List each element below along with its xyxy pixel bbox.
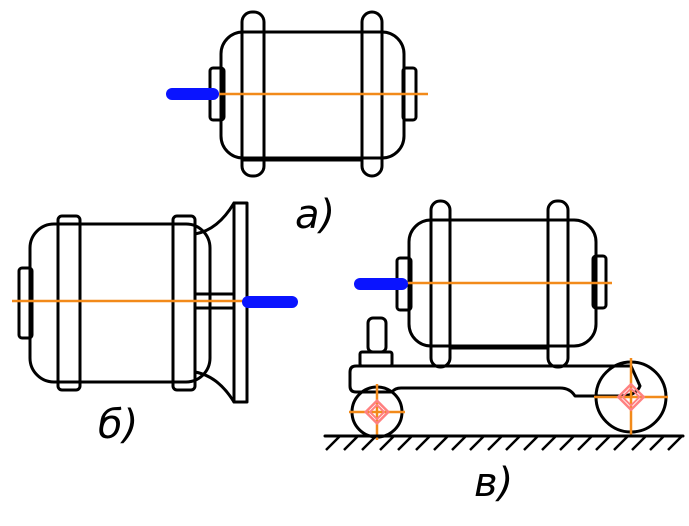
motor-b-right-rib [171, 214, 197, 392]
tension-bolt [366, 316, 388, 354]
hatch-stroke [379, 435, 395, 451]
motor-b-left-rib [56, 214, 82, 392]
left-wheel-center-mark [349, 384, 405, 440]
hatch-stroke [415, 435, 431, 451]
hatch-stroke [343, 435, 359, 451]
hatch-stroke [559, 435, 575, 451]
ground-hatching [325, 435, 683, 451]
motor-a [166, 10, 428, 178]
hatch-stroke [631, 435, 647, 451]
hatch-stroke [505, 435, 521, 451]
hatch-stroke [361, 435, 377, 451]
caption-b: б) [98, 402, 138, 448]
hatch-stroke [613, 435, 629, 451]
caption-a: а) [295, 192, 335, 238]
hatch-stroke [487, 435, 503, 451]
motor-b [12, 201, 298, 404]
motor-b-left-bearing [17, 266, 34, 340]
hatch-stroke [577, 435, 593, 451]
right-wheel-center-mark [594, 358, 668, 436]
motor-c [323, 199, 685, 451]
motor-b-body [28, 222, 212, 384]
hatch-stroke [595, 435, 611, 451]
motor-c-base-plate [348, 364, 642, 398]
motor-a-foot-outline [262, 32, 364, 162]
motor-b-shaft-housing [193, 292, 236, 310]
hatch-stroke [433, 435, 449, 451]
motor-b-flange [193, 201, 249, 404]
hatch-stroke [541, 435, 557, 451]
hatch-stroke [667, 435, 683, 451]
caption-c: в) [474, 460, 513, 506]
hatch-stroke [523, 435, 539, 451]
hatch-stroke [649, 435, 665, 451]
hatch-stroke [325, 435, 341, 451]
hatch-stroke [469, 435, 485, 451]
hatch-stroke [397, 435, 413, 451]
hatch-stroke [451, 435, 467, 451]
motor-c-foot-outline [448, 220, 550, 350]
tension-bolt-nut [358, 350, 394, 368]
